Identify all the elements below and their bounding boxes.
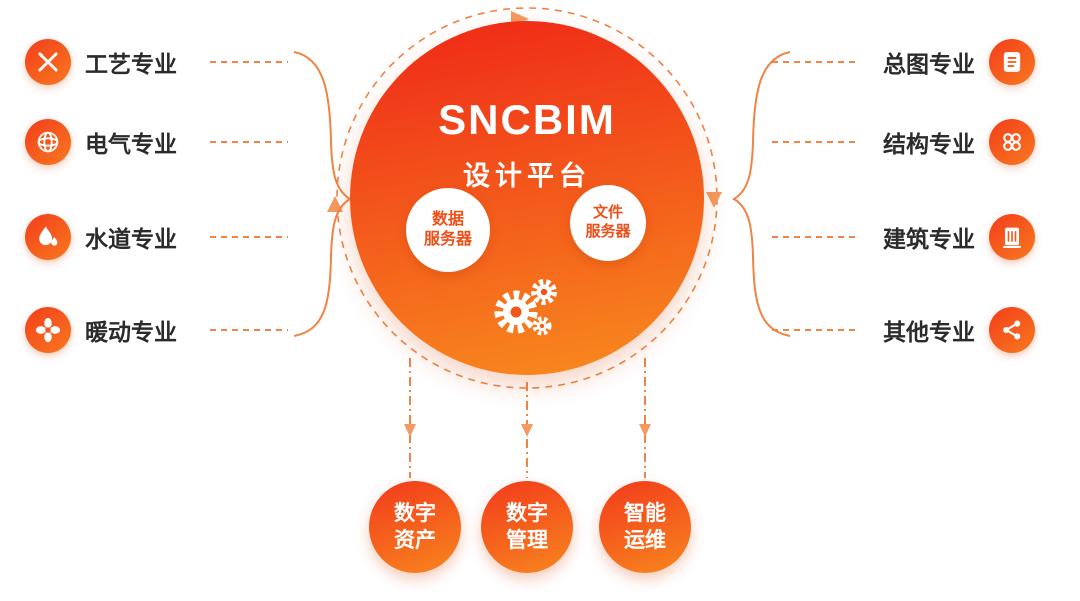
data-server-node: 数据 服务器 bbox=[406, 188, 490, 272]
left-item-label: 工艺专业 bbox=[85, 51, 177, 77]
right-item-architecture: 建筑专业 bbox=[883, 214, 1035, 260]
data-server-label-line1: 数据 bbox=[431, 211, 464, 228]
file-server-node: 文件 服务器 bbox=[570, 185, 646, 261]
bottom-node-digital-assets: 数字 资产 bbox=[369, 481, 461, 573]
fan-icon bbox=[25, 307, 71, 353]
water-drops-icon bbox=[25, 214, 71, 260]
building-icon bbox=[989, 214, 1035, 260]
rotation-arrow-right bbox=[706, 192, 722, 208]
left-item-label: 水道专业 bbox=[85, 226, 177, 252]
platform-title: SNCBIM bbox=[438, 96, 616, 143]
right-item-other: 其他专业 bbox=[883, 307, 1035, 353]
left-item-label: 电气专业 bbox=[85, 131, 177, 157]
platform-subtitle: 设计平台 bbox=[463, 161, 591, 191]
document-icon bbox=[989, 39, 1035, 85]
left-item-electrical: 电气专业 bbox=[25, 119, 177, 165]
left-item-water: 水道专业 bbox=[25, 214, 177, 260]
right-item-label: 结构专业 bbox=[883, 131, 975, 157]
right-item-label: 其他专业 bbox=[883, 319, 975, 345]
bottom-node-label-line2: 运维 bbox=[624, 529, 666, 552]
pencil-ruler-icon bbox=[25, 39, 71, 85]
right-brace bbox=[732, 51, 791, 337]
right-item-label: 建筑专业 bbox=[883, 226, 975, 252]
bottom-arrow-2 bbox=[521, 424, 533, 437]
share-icon bbox=[989, 307, 1035, 353]
left-item-label: 暖动专业 bbox=[85, 319, 177, 345]
right-item-structure: 结构专业 bbox=[883, 119, 1035, 165]
right-item-general-layout: 总图专业 bbox=[883, 39, 1035, 85]
globe-icon bbox=[25, 119, 71, 165]
file-server-label-line1: 文件 bbox=[592, 204, 623, 222]
file-server-label-line2: 服务器 bbox=[585, 223, 631, 240]
bottom-arrow-1 bbox=[404, 424, 416, 437]
platform-heading: SNCBIM 设计平台 bbox=[350, 96, 704, 193]
bottom-arrow-3 bbox=[639, 424, 651, 437]
bottom-node-digital-management: 数字 管理 bbox=[481, 481, 573, 573]
left-item-process: 工艺专业 bbox=[25, 39, 177, 85]
bottom-node-label-line1: 数字 bbox=[394, 501, 436, 525]
rotation-arrow-left bbox=[327, 196, 343, 212]
gears-icon bbox=[494, 279, 557, 336]
bottom-node-label-line2: 管理 bbox=[506, 529, 548, 552]
bottom-node-smart-operations: 智能 运维 bbox=[599, 481, 691, 573]
left-item-hvac: 暖动专业 bbox=[25, 307, 177, 353]
nodes-icon bbox=[989, 119, 1035, 165]
left-brace bbox=[293, 51, 352, 337]
right-item-label: 总图专业 bbox=[883, 51, 975, 77]
bottom-node-label-line2: 资产 bbox=[394, 529, 436, 552]
bottom-node-label-line1: 数字 bbox=[506, 501, 548, 525]
bottom-node-label-line1: 智能 bbox=[624, 501, 666, 525]
data-server-label-line2: 服务器 bbox=[423, 231, 472, 248]
